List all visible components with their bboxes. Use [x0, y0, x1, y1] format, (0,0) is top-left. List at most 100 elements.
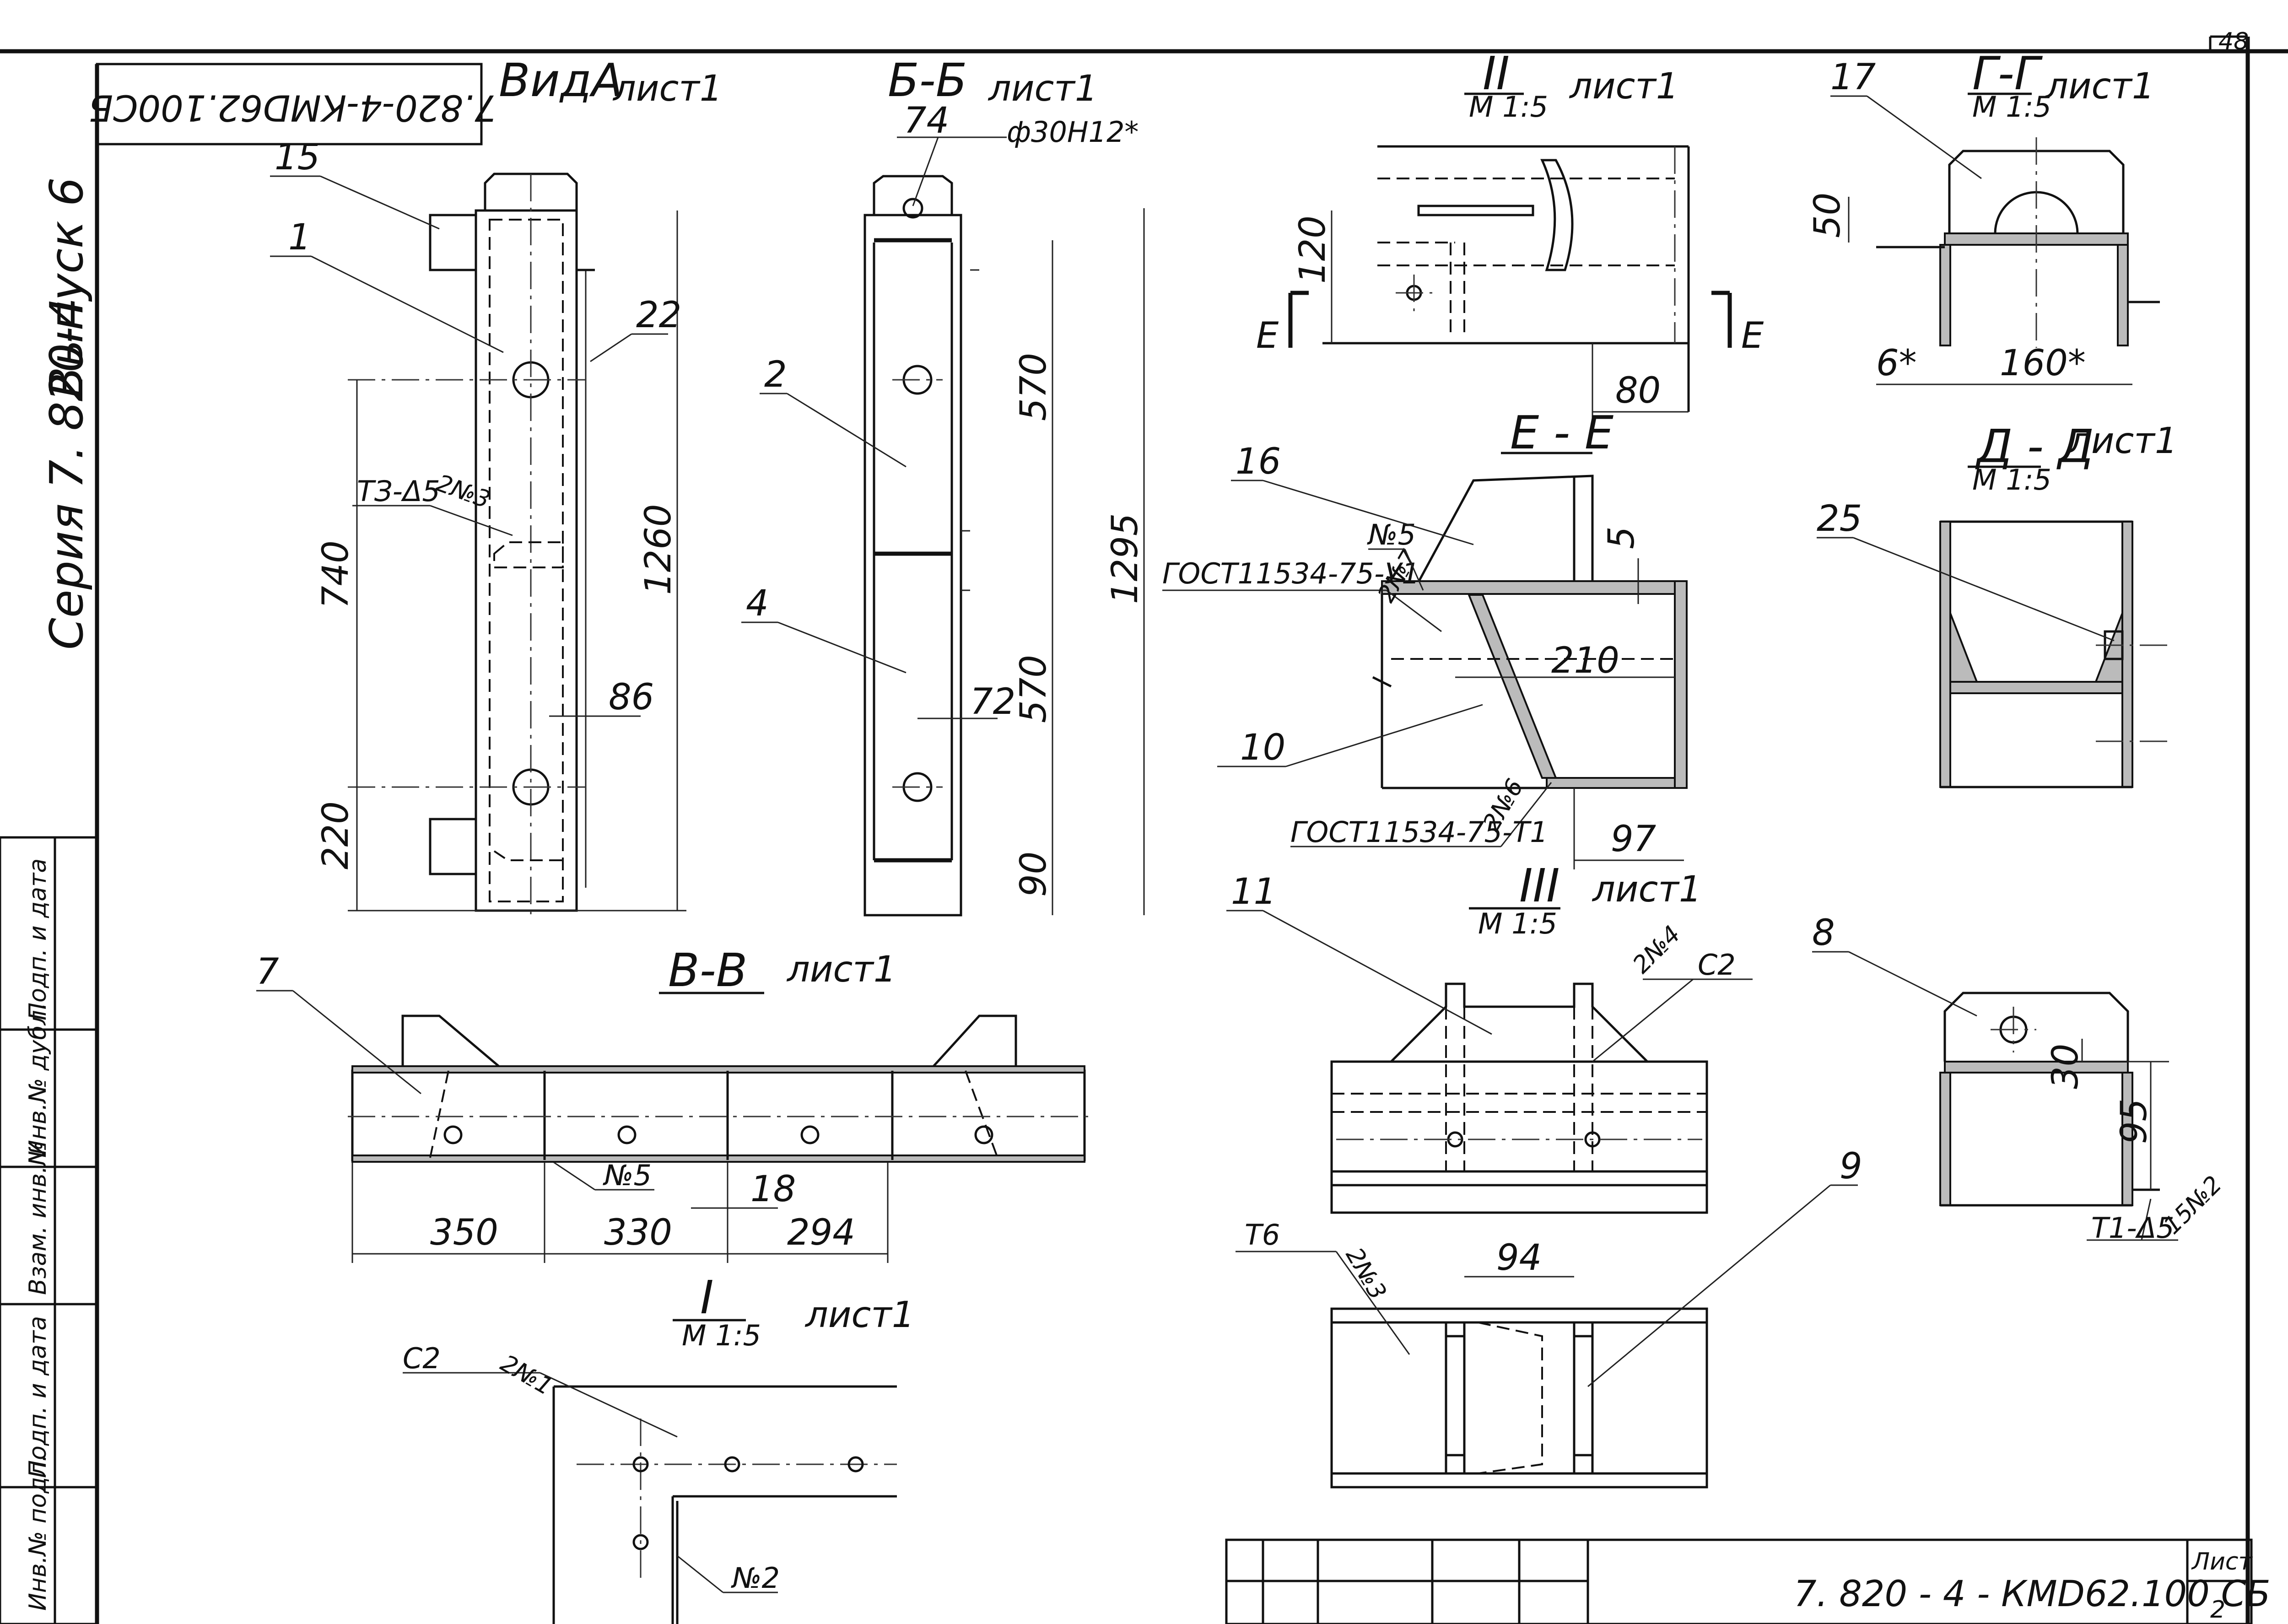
side-title: Серия 7. 820-4 Выпуск 6	[40, 177, 93, 650]
detail-3: III М 1:5 лист1 2№4 С2 11	[1226, 859, 1753, 1214]
section-b-dim-74: 74	[904, 100, 949, 141]
detail-t6-weld-code: Т6	[1245, 1218, 1280, 1252]
section-e: Е - Е 210 5 97 ГОСТ11534-75-У1 2№7 ГОСТ1…	[1162, 406, 1688, 869]
detail-8-dim-30: 30	[2045, 1044, 2086, 1089]
stamp-cell-2: Взам. инв.№	[24, 1141, 52, 1295]
detail-2-scale: М 1:5	[1469, 90, 1548, 124]
detail-t6-dim-94: 94	[1496, 1237, 1542, 1279]
section-v-dim-294: 294	[787, 1212, 855, 1253]
stamp-code-upside-down: 7.820-4-КМD62.100СБ	[89, 87, 497, 128]
callout-16: 16	[1236, 441, 1281, 482]
section-v: В-В лист1 350 330 294 18 №5 7	[256, 944, 1089, 1263]
section-e-dim-97: 97	[1611, 819, 1656, 860]
callout-4: 4	[746, 583, 769, 624]
section-g-dim-160: 160*	[2000, 343, 2086, 384]
detail-1-title: I	[700, 1271, 714, 1324]
section-e-title: Е - Е	[1510, 406, 1613, 459]
callout-2: 2	[764, 354, 787, 395]
title-block: 7. 820 - 4 - КМD62.100 СБ Лист 2	[1225, 1538, 2271, 1624]
side-issue: Выпуск 6	[40, 177, 93, 398]
section-b-dim-72: 72	[970, 681, 1015, 723]
callout-1: 1	[288, 217, 311, 258]
section-e-dim-5: 5	[1601, 526, 1642, 549]
section-b-dim-1295: 1295	[1105, 513, 1146, 604]
detail-1-weld-mark: №2	[731, 1561, 780, 1595]
detail-1: I М 1:5 лист1 С2 2№1 №2	[403, 1271, 915, 1624]
view-a-title: ВидА	[499, 54, 623, 107]
sheet-number-top: 48	[2218, 28, 2249, 55]
view-a-dim-220: 220	[315, 801, 356, 869]
detail-3-title: III	[1519, 859, 1560, 912]
callout-25: 25	[1817, 498, 1862, 540]
section-e-weld-bottom: ГОСТ11534-75-Т1	[1290, 815, 1548, 849]
callout-15: 15	[275, 137, 320, 178]
detail-2-dim-80: 80	[1615, 370, 1661, 411]
title-sheet-no: 2	[2210, 1596, 2225, 1624]
stamp-cell-0: Инв.№ подл.	[24, 1454, 52, 1611]
stamp-box-top: 7.820-4-КМD62.100СБ	[89, 63, 497, 146]
title-code: 7. 820 - 4 - КМD62.100 СБ	[1794, 1574, 2271, 1615]
detail-t6: 94 Т6 2№3 9	[1236, 1146, 1862, 1489]
stamp-cell-3: Инв.№ дубл.	[24, 1003, 52, 1158]
detail-1-sheet-ref: лист1	[804, 1295, 915, 1336]
section-g-scale: М 1:5	[1972, 90, 2051, 124]
detail-2-section-mark-left: Е	[1256, 315, 1279, 356]
view-a-dim-740: 740	[315, 540, 356, 609]
detail-8-weld-no: 15№2	[2158, 1171, 2228, 1240]
section-g: Г-Г М 1:5 лист1 50 6* 160* 17	[1807, 47, 2160, 385]
section-b-dim-570a: 570	[1013, 353, 1054, 421]
stamp-cell-1: Подп. и дата	[24, 1316, 52, 1478]
section-v-dim-350: 350	[430, 1212, 498, 1253]
detail-8: 30 95 Т1-Δ5 15№2 8	[1812, 912, 2228, 1245]
section-g-dim-50: 50	[1807, 193, 1848, 238]
view-a-weld-note: ТЗ-Δ5	[357, 475, 440, 508]
section-b-title: Б-Б	[888, 54, 967, 107]
detail-2-sheet-ref: лист1	[1569, 66, 1679, 107]
section-v-title: В-В	[668, 944, 747, 997]
section-b-hole-note: ф30Н12*	[1007, 115, 1139, 149]
detail-2-section-mark-right: Е	[1741, 315, 1764, 356]
detail-2: II М 1:5 лист1 120 80 Е Е	[1256, 47, 1764, 421]
title-sheet-label: Лист	[2191, 1548, 2253, 1575]
section-e-weld-top: ГОСТ11534-75-У1	[1162, 557, 1420, 590]
stamp-cell-4: Подп. и дата	[24, 858, 52, 1020]
section-v-dim-18: 18	[750, 1169, 796, 1210]
view-a-dim-1260: 1260	[638, 504, 679, 595]
detail-3-sheet-ref: лист1	[1592, 869, 1702, 910]
view-a-dim-86: 86	[609, 677, 654, 718]
section-b-dim-90: 90	[1013, 852, 1054, 897]
section-v-sheet-ref: лист1	[786, 949, 896, 990]
section-d-sheet-ref: лист1	[2067, 421, 2178, 462]
detail-1-weld-no: 2№1	[496, 1349, 557, 1401]
section-b-dim-570b: 570	[1013, 655, 1054, 723]
callout-7: 7	[256, 951, 279, 993]
section-e-dim-210: 210	[1551, 640, 1619, 681]
detail-8-weld-code: Т1-Δ5	[2091, 1211, 2175, 1245]
callout-22: 22	[636, 295, 681, 336]
section-d: Д - Д М 1:5 лист1 25	[1817, 420, 2178, 788]
section-v-dim-330: 330	[604, 1212, 672, 1253]
side-stamp-table: Инв.№ подл. Подп. и дата Взам. инв.№ Инв…	[0, 836, 98, 1624]
section-d-title: Д - Д	[1975, 420, 2094, 473]
callout-8: 8	[1812, 912, 1835, 954]
callout-11: 11	[1231, 871, 1276, 912]
detail-3-weld-no: 2№4	[1628, 921, 1686, 979]
callout-10: 10	[1240, 727, 1285, 768]
detail-3-scale: М 1:5	[1478, 907, 1557, 940]
detail-1-scale: М 1:5	[682, 1319, 761, 1352]
detail-3-weld-code: С2	[1698, 948, 1736, 982]
section-b-sheet-ref: лист1	[988, 68, 1098, 109]
view-a: ВидА лист1 740 220 1260 86 ТЗ-Δ5 2№3 15	[270, 54, 723, 920]
section-b: Б-Б лист1 74 ф30Н12* 570 570 1295 72 90 …	[741, 54, 1146, 917]
detail-8-dim-95: 95	[2114, 1099, 2155, 1144]
detail-2-title: II	[1483, 47, 1510, 100]
section-g-dim-6: 6*	[1876, 343, 1917, 384]
section-g-title: Г-Г	[1972, 47, 2043, 100]
detail-2-dim-120: 120	[1292, 216, 1333, 284]
callout-9: 9	[1840, 1146, 1862, 1187]
detail-t6-weld-no: 2№3	[1340, 1243, 1392, 1305]
section-g-sheet-ref: лист1	[2045, 66, 2155, 107]
view-a-sheet-ref: лист1	[612, 68, 723, 109]
section-e-weld-mark: №5	[1367, 518, 1416, 551]
